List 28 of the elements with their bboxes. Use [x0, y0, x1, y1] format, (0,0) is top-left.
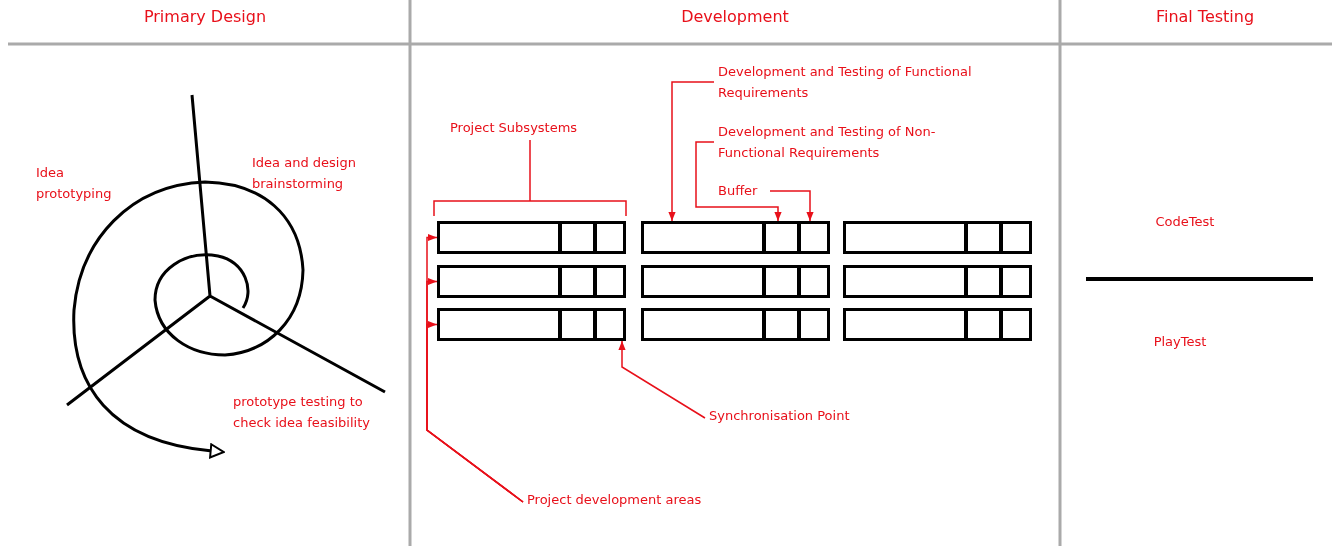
- bracket-label: Project Subsystems: [450, 119, 579, 137]
- phase-label: Idea prototyping: [36, 164, 113, 203]
- segmented-bar: [641, 308, 830, 341]
- callout-text: Development and Testing of Non-Functional Requirements: [718, 121, 998, 163]
- callout-text: Synchronisation Point: [709, 405, 899, 426]
- column-heading: Development: [680, 6, 790, 27]
- segmented-bar: [437, 221, 626, 254]
- segmented-bar: [843, 221, 1032, 254]
- test-label: CodeTest: [1154, 213, 1216, 231]
- callout-text: Project development areas: [527, 489, 757, 510]
- phase-label: prototype testing to check idea feasibility: [233, 393, 371, 432]
- segmented-bar: [437, 265, 626, 298]
- column-heading: Final Testing: [1154, 6, 1256, 27]
- test-label: PlayTest: [1152, 333, 1208, 351]
- leader-arrow: [426, 320, 524, 503]
- leader-arrow: [769, 190, 814, 222]
- segmented-bar: [641, 221, 830, 254]
- segmented-bar: [437, 308, 626, 341]
- column-heading: Primary Design: [142, 6, 268, 27]
- segmented-bar: [641, 265, 830, 298]
- leader-arrow: [668, 81, 715, 222]
- leader-arrow: [695, 141, 782, 222]
- phase-label: Idea and design brainstorming: [252, 154, 357, 193]
- segmented-bar: [843, 265, 1032, 298]
- segmented-bar: [843, 308, 1032, 341]
- leader-arrow: [618, 340, 706, 419]
- callout-text: Development and Testing of Functional Requirements: [718, 61, 1048, 103]
- callout-text: Buffer: [718, 180, 778, 201]
